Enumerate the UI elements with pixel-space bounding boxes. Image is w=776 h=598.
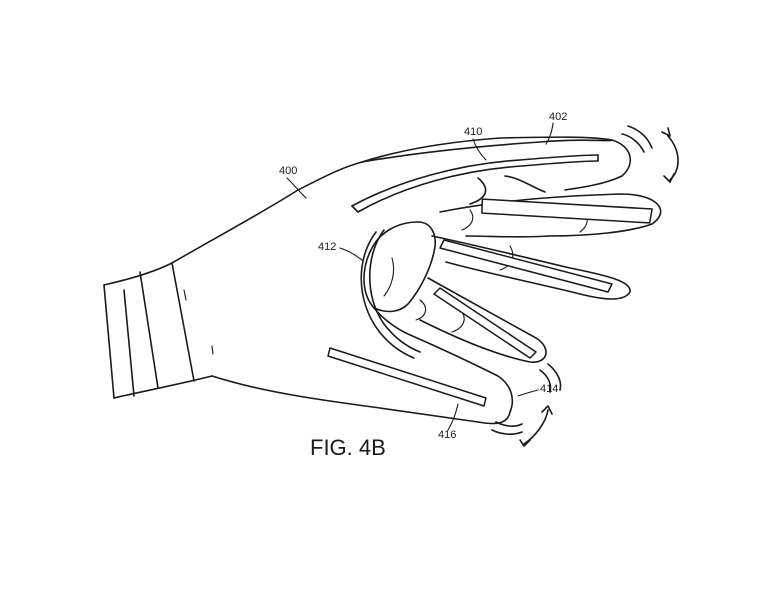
glove-cuff [103,262,213,399]
crease-marks [183,289,214,355]
glove-outline [171,136,632,425]
sensor-strip-thumb-tip [327,347,487,407]
thumb [363,221,436,313]
label-thumb-motion: 414 [540,383,558,395]
label-strip-index: 410 [464,126,482,138]
figure-caption: FIG. 4B [310,435,386,460]
leader-lines [286,122,554,431]
label-strip-thumb: 412 [318,241,336,253]
motion-arc-index [621,125,679,183]
sensor-strip-thumb [360,229,421,359]
sensor-strip-pinky [433,287,537,359]
label-strip-thumb-tip: 416 [438,429,456,441]
motion-arc-thumb [491,363,562,447]
sensor-strip-middle [481,198,653,224]
sensor-strip-ring [439,239,613,293]
label-finger-index: 402 [549,111,567,123]
finger-index [361,139,613,205]
label-glove: 400 [279,165,297,177]
sensor-strip-index [351,154,599,213]
